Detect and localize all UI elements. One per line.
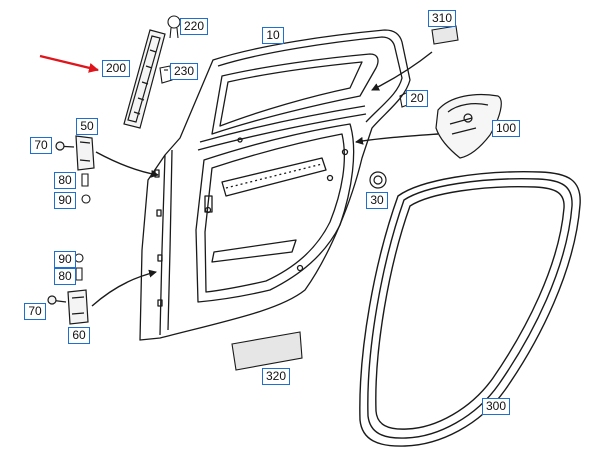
- callout-80-lower[interactable]: 80: [54, 268, 76, 285]
- callout-label: 200: [105, 61, 127, 75]
- sticker-part-320: [231, 331, 303, 371]
- door-lock-module: [435, 93, 502, 159]
- callout-90-lower[interactable]: 90: [54, 251, 76, 268]
- callout-200[interactable]: 200: [102, 60, 130, 77]
- callout-70-upper[interactable]: 70: [30, 137, 52, 154]
- callout-90-upper[interactable]: 90: [54, 192, 76, 209]
- callout-label: 80: [58, 269, 72, 283]
- callout-320[interactable]: 320: [262, 368, 290, 385]
- callout-label: 50: [80, 119, 94, 133]
- callout-50[interactable]: 50: [76, 118, 98, 135]
- callout-label: 60: [72, 328, 86, 342]
- callout-10[interactable]: 10: [262, 27, 284, 44]
- callout-label: 30: [370, 193, 384, 207]
- callout-label: 310: [431, 11, 453, 25]
- upper-hinge-assembly: [55, 135, 95, 171]
- callout-300[interactable]: 300: [482, 398, 510, 415]
- callout-label: 320: [265, 369, 287, 383]
- callout-label: 70: [34, 138, 48, 152]
- window-channel-part: [123, 29, 166, 129]
- callout-230[interactable]: 230: [170, 63, 198, 80]
- callout-label: 90: [58, 252, 72, 266]
- callout-30[interactable]: 30: [366, 192, 388, 209]
- callout-label: 90: [58, 193, 72, 207]
- door-seal-300: [359, 171, 581, 447]
- highlight-arrow: [39, 54, 99, 73]
- callout-70-lower[interactable]: 70: [24, 303, 46, 320]
- callout-label: 230: [173, 64, 195, 78]
- clip-part-230: [159, 65, 173, 84]
- callout-60[interactable]: 60: [68, 327, 90, 344]
- callout-label: 100: [495, 121, 517, 135]
- plug-part-30: [369, 171, 387, 189]
- pad-part-310: [431, 25, 459, 45]
- lower-hinge-assembly: [47, 289, 89, 325]
- stud-part-80-lower: [75, 267, 83, 281]
- callout-20[interactable]: 20: [406, 90, 428, 107]
- callout-label: 70: [28, 304, 42, 318]
- callout-label: 220: [183, 19, 205, 33]
- callout-label: 20: [410, 91, 424, 105]
- callout-310[interactable]: 310: [428, 10, 456, 27]
- clip-part-220: [167, 15, 181, 39]
- callout-100[interactable]: 100: [492, 120, 520, 137]
- callout-80-upper[interactable]: 80: [54, 172, 76, 189]
- callout-label: 10: [266, 28, 280, 42]
- callout-label: 80: [58, 173, 72, 187]
- nut-part-90-upper: [81, 194, 91, 204]
- callout-label: 300: [485, 399, 507, 413]
- nut-part-90-lower: [74, 253, 84, 263]
- stud-part-80-upper: [81, 173, 89, 187]
- leader-lines: [91, 51, 439, 307]
- callout-220[interactable]: 220: [180, 18, 208, 35]
